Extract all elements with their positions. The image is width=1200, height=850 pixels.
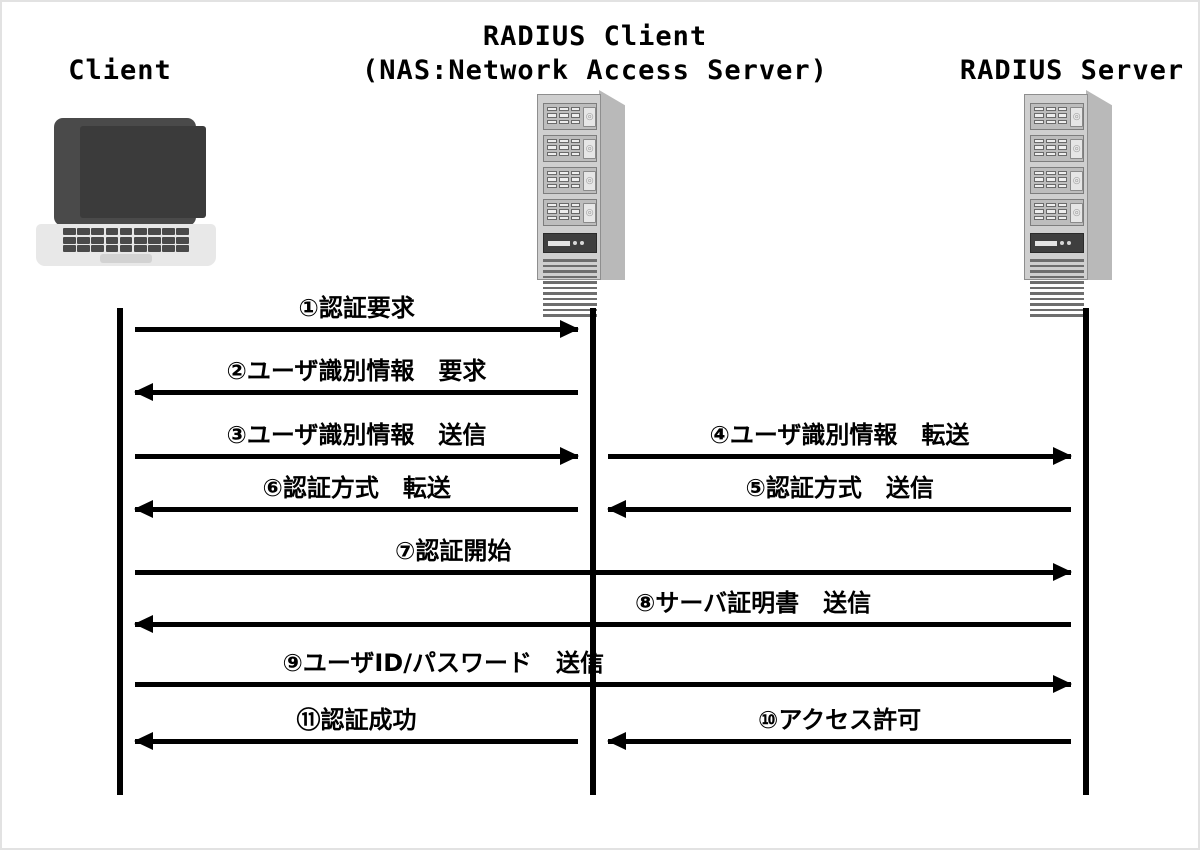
laptop-key: [91, 245, 104, 252]
actor-label-client: Client: [68, 55, 172, 86]
laptop-key: [105, 245, 119, 252]
arrow-head-icon: [1053, 675, 1072, 693]
arrow-head-icon: [1053, 447, 1072, 465]
arrow-shaft: [135, 739, 578, 744]
actor-label-radius-server: RADIUS Server: [959, 55, 1185, 86]
arrow-head-icon: [607, 500, 626, 518]
laptop-key: [148, 228, 161, 235]
laptop-lid-icon: [54, 118, 206, 226]
laptop-icon: [36, 118, 216, 270]
server-drive-bay-icon: ◎: [543, 199, 597, 226]
arrow-shaft: [135, 682, 1071, 687]
server-status-led-icon: ◎: [583, 106, 596, 127]
message-label-7: ⑦認証開始: [395, 537, 512, 565]
message-label-10: ⑪認証成功: [296, 706, 417, 734]
arrow-shaft: [608, 507, 1071, 512]
server-side-panel-icon: [1086, 90, 1112, 280]
laptop-key: [162, 228, 175, 235]
laptop-key: [91, 236, 104, 244]
laptop-key: [77, 236, 90, 244]
laptop-trackpad-icon: [100, 254, 152, 263]
laptop-key: [119, 236, 133, 244]
laptop-key: [91, 228, 104, 235]
laptop-key: [119, 245, 133, 252]
server-drive-bay-icon: ◎: [543, 167, 597, 194]
laptop-key: [176, 236, 189, 244]
server-drive-bay-icon: ◎: [1030, 199, 1084, 226]
arrow-shaft: [135, 622, 1071, 627]
message-label-3: ③ユーザ識別情報 送信: [226, 421, 487, 449]
arrow-head-icon: [560, 447, 579, 465]
laptop-key: [119, 228, 133, 235]
arrow-head-icon: [607, 732, 626, 750]
message-label-1: ①認証要求: [298, 294, 415, 322]
lifeline-client: [117, 308, 123, 795]
message-label-2: ②ユーザ識別情報 要求: [226, 357, 487, 385]
laptop-key: [162, 245, 175, 252]
laptop-key: [133, 228, 147, 235]
arrow-shaft: [135, 454, 578, 459]
laptop-key: [176, 245, 189, 252]
laptop-keyboard-icon: [63, 228, 189, 252]
laptop-key: [77, 228, 90, 235]
laptop-key: [105, 228, 119, 235]
laptop-key: [77, 245, 90, 252]
laptop-key: [105, 236, 119, 244]
laptop-key: [148, 245, 161, 252]
server-front-panel-icon: ◎ ◎ ◎ ◎: [1024, 94, 1088, 317]
message-label-6: ⑤認証方式 送信: [745, 474, 934, 502]
server-status-led-icon: ◎: [1070, 138, 1083, 159]
arrow-head-icon: [134, 732, 153, 750]
server-status-led-icon: ◎: [1070, 106, 1083, 127]
message-label-4: ④ユーザ識別情報 転送: [709, 421, 970, 449]
server-drive-bay-icon: ◎: [1030, 135, 1084, 162]
laptop-key: [133, 236, 147, 244]
server-status-led-icon: ◎: [583, 202, 596, 223]
laptop-key: [63, 245, 76, 252]
message-label-11: ⑩アクセス許可: [758, 706, 922, 734]
laptop-key: [133, 245, 147, 252]
arrow-shaft: [608, 454, 1071, 459]
laptop-key: [63, 236, 76, 244]
arrow-head-icon: [134, 500, 153, 518]
actor-label-nas: RADIUS Client (NAS:Network Access Server…: [362, 21, 828, 86]
arrow-shaft: [135, 507, 578, 512]
arrow-shaft: [135, 390, 578, 395]
server-vent-grille-icon: [1030, 259, 1084, 317]
server-drive-bay-icon: ◎: [1030, 167, 1084, 194]
laptop-screen-icon: [80, 126, 206, 218]
arrow-shaft: [135, 570, 1071, 575]
server-tower-icon-radius: ◎ ◎ ◎ ◎: [1024, 90, 1112, 317]
server-status-led-icon: ◎: [1070, 202, 1083, 223]
server-front-panel-icon: ◎ ◎ ◎ ◎: [537, 94, 601, 317]
message-label-8: ⑧サーバ証明書 送信: [635, 589, 872, 617]
server-drive-bay-icon: ◎: [1030, 103, 1084, 130]
lifeline-radius-server: [1083, 308, 1089, 795]
arrow-head-icon: [1053, 563, 1072, 581]
server-optical-drive-icon: [543, 233, 597, 253]
server-status-led-icon: ◎: [1070, 170, 1083, 191]
server-drive-bay-icon: ◎: [543, 135, 597, 162]
arrow-shaft: [135, 327, 578, 332]
arrow-shaft: [608, 739, 1071, 744]
laptop-key: [162, 236, 175, 244]
server-status-led-icon: ◎: [583, 170, 596, 191]
server-side-panel-icon: [599, 90, 625, 280]
message-label-5: ⑥認証方式 転送: [262, 474, 451, 502]
laptop-key: [176, 228, 189, 235]
server-status-led-icon: ◎: [583, 138, 596, 159]
arrow-head-icon: [560, 320, 579, 338]
laptop-key: [63, 228, 76, 235]
lifeline-nas: [590, 308, 596, 795]
message-label-9: ⑨ユーザID/パスワード 送信: [282, 649, 604, 677]
laptop-key: [148, 236, 161, 244]
server-optical-drive-icon: [1030, 233, 1084, 253]
server-tower-icon-nas: ◎ ◎ ◎ ◎: [537, 90, 625, 317]
arrow-head-icon: [134, 383, 153, 401]
arrow-head-icon: [134, 615, 153, 633]
server-vent-grille-icon: [543, 259, 597, 317]
server-drive-bay-icon: ◎: [543, 103, 597, 130]
